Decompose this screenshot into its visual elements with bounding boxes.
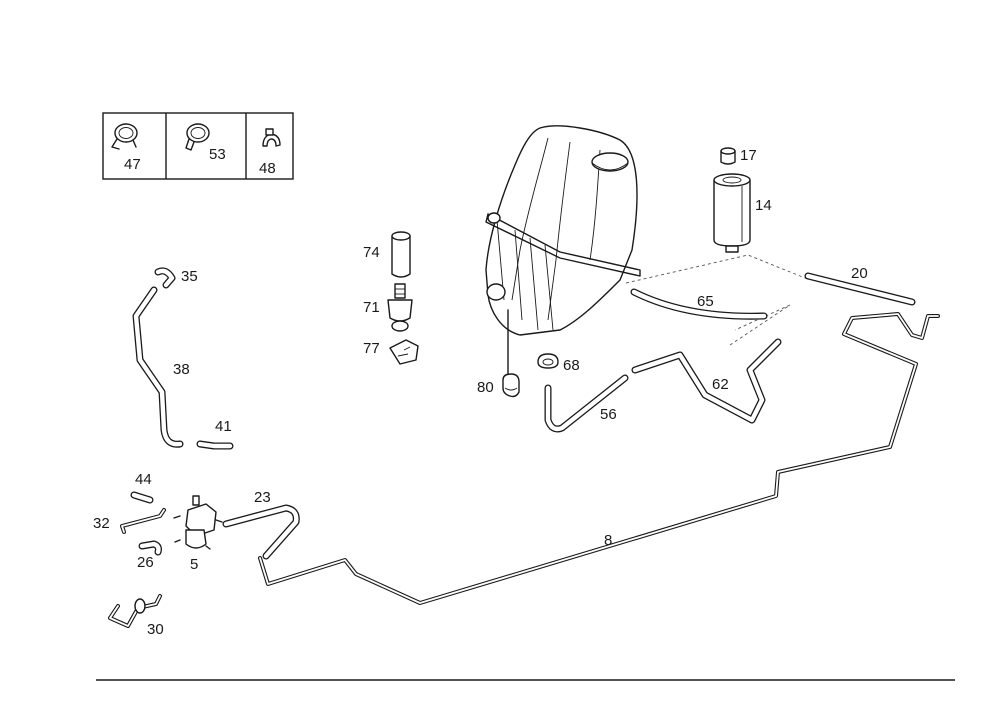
callout-26: 26 (137, 554, 154, 571)
clamp-inset-box (102, 112, 294, 180)
callout-32: 32 (93, 515, 110, 532)
callout-71: 71 (363, 299, 380, 316)
hose-clamp-47[interactable] (111, 123, 138, 150)
callout-23: 23 (254, 489, 271, 506)
hose-clamp-53[interactable] (185, 123, 210, 151)
grommet-80[interactable] (502, 373, 520, 398)
valve-71[interactable] (387, 283, 413, 332)
hose-23[interactable] (222, 504, 300, 560)
callout-77: 77 (363, 340, 380, 357)
callout-48: 48 (259, 160, 276, 177)
callout-35: 35 (181, 268, 198, 285)
callout-65: 65 (697, 293, 714, 310)
hose-30[interactable] (108, 594, 162, 628)
callout-62: 62 (712, 376, 729, 393)
callout-80: 80 (477, 379, 494, 396)
callout-5: 5 (190, 556, 198, 573)
cap-44[interactable] (130, 491, 154, 504)
hose-38[interactable] (132, 286, 184, 448)
fuel-tank[interactable] (485, 125, 641, 336)
elbow-35[interactable] (154, 267, 176, 289)
hose-20[interactable] (804, 272, 916, 306)
holder-77[interactable] (389, 339, 419, 365)
canister-cap-17[interactable] (720, 147, 736, 165)
line-8[interactable] (258, 312, 940, 605)
callout-47: 47 (124, 156, 141, 173)
connector-41[interactable] (196, 440, 234, 450)
callout-17: 17 (740, 147, 757, 164)
hose-56[interactable] (544, 374, 629, 433)
callout-41: 41 (215, 418, 232, 435)
hose-65[interactable] (630, 288, 768, 320)
callout-74: 74 (363, 244, 380, 261)
callout-56: 56 (600, 406, 617, 423)
callout-53: 53 (209, 146, 226, 163)
callout-44: 44 (135, 471, 152, 488)
callout-8: 8 (604, 532, 612, 549)
callout-14: 14 (755, 197, 772, 214)
charcoal-canister-14[interactable] (713, 173, 751, 253)
sleeve-74[interactable] (391, 231, 411, 278)
callout-38: 38 (173, 361, 190, 378)
dashed-leader-canister (625, 254, 811, 284)
hose-32[interactable] (120, 508, 166, 534)
callout-30: 30 (147, 621, 164, 638)
dashed-leader-65 (729, 304, 791, 346)
elbow-26[interactable] (138, 540, 162, 556)
clip-68[interactable] (537, 353, 559, 369)
hose-clip-48[interactable] (262, 128, 281, 147)
callout-20: 20 (851, 265, 868, 282)
callout-68: 68 (563, 357, 580, 374)
hose-62[interactable] (631, 338, 782, 424)
switchover-valve-5[interactable] (173, 495, 223, 550)
